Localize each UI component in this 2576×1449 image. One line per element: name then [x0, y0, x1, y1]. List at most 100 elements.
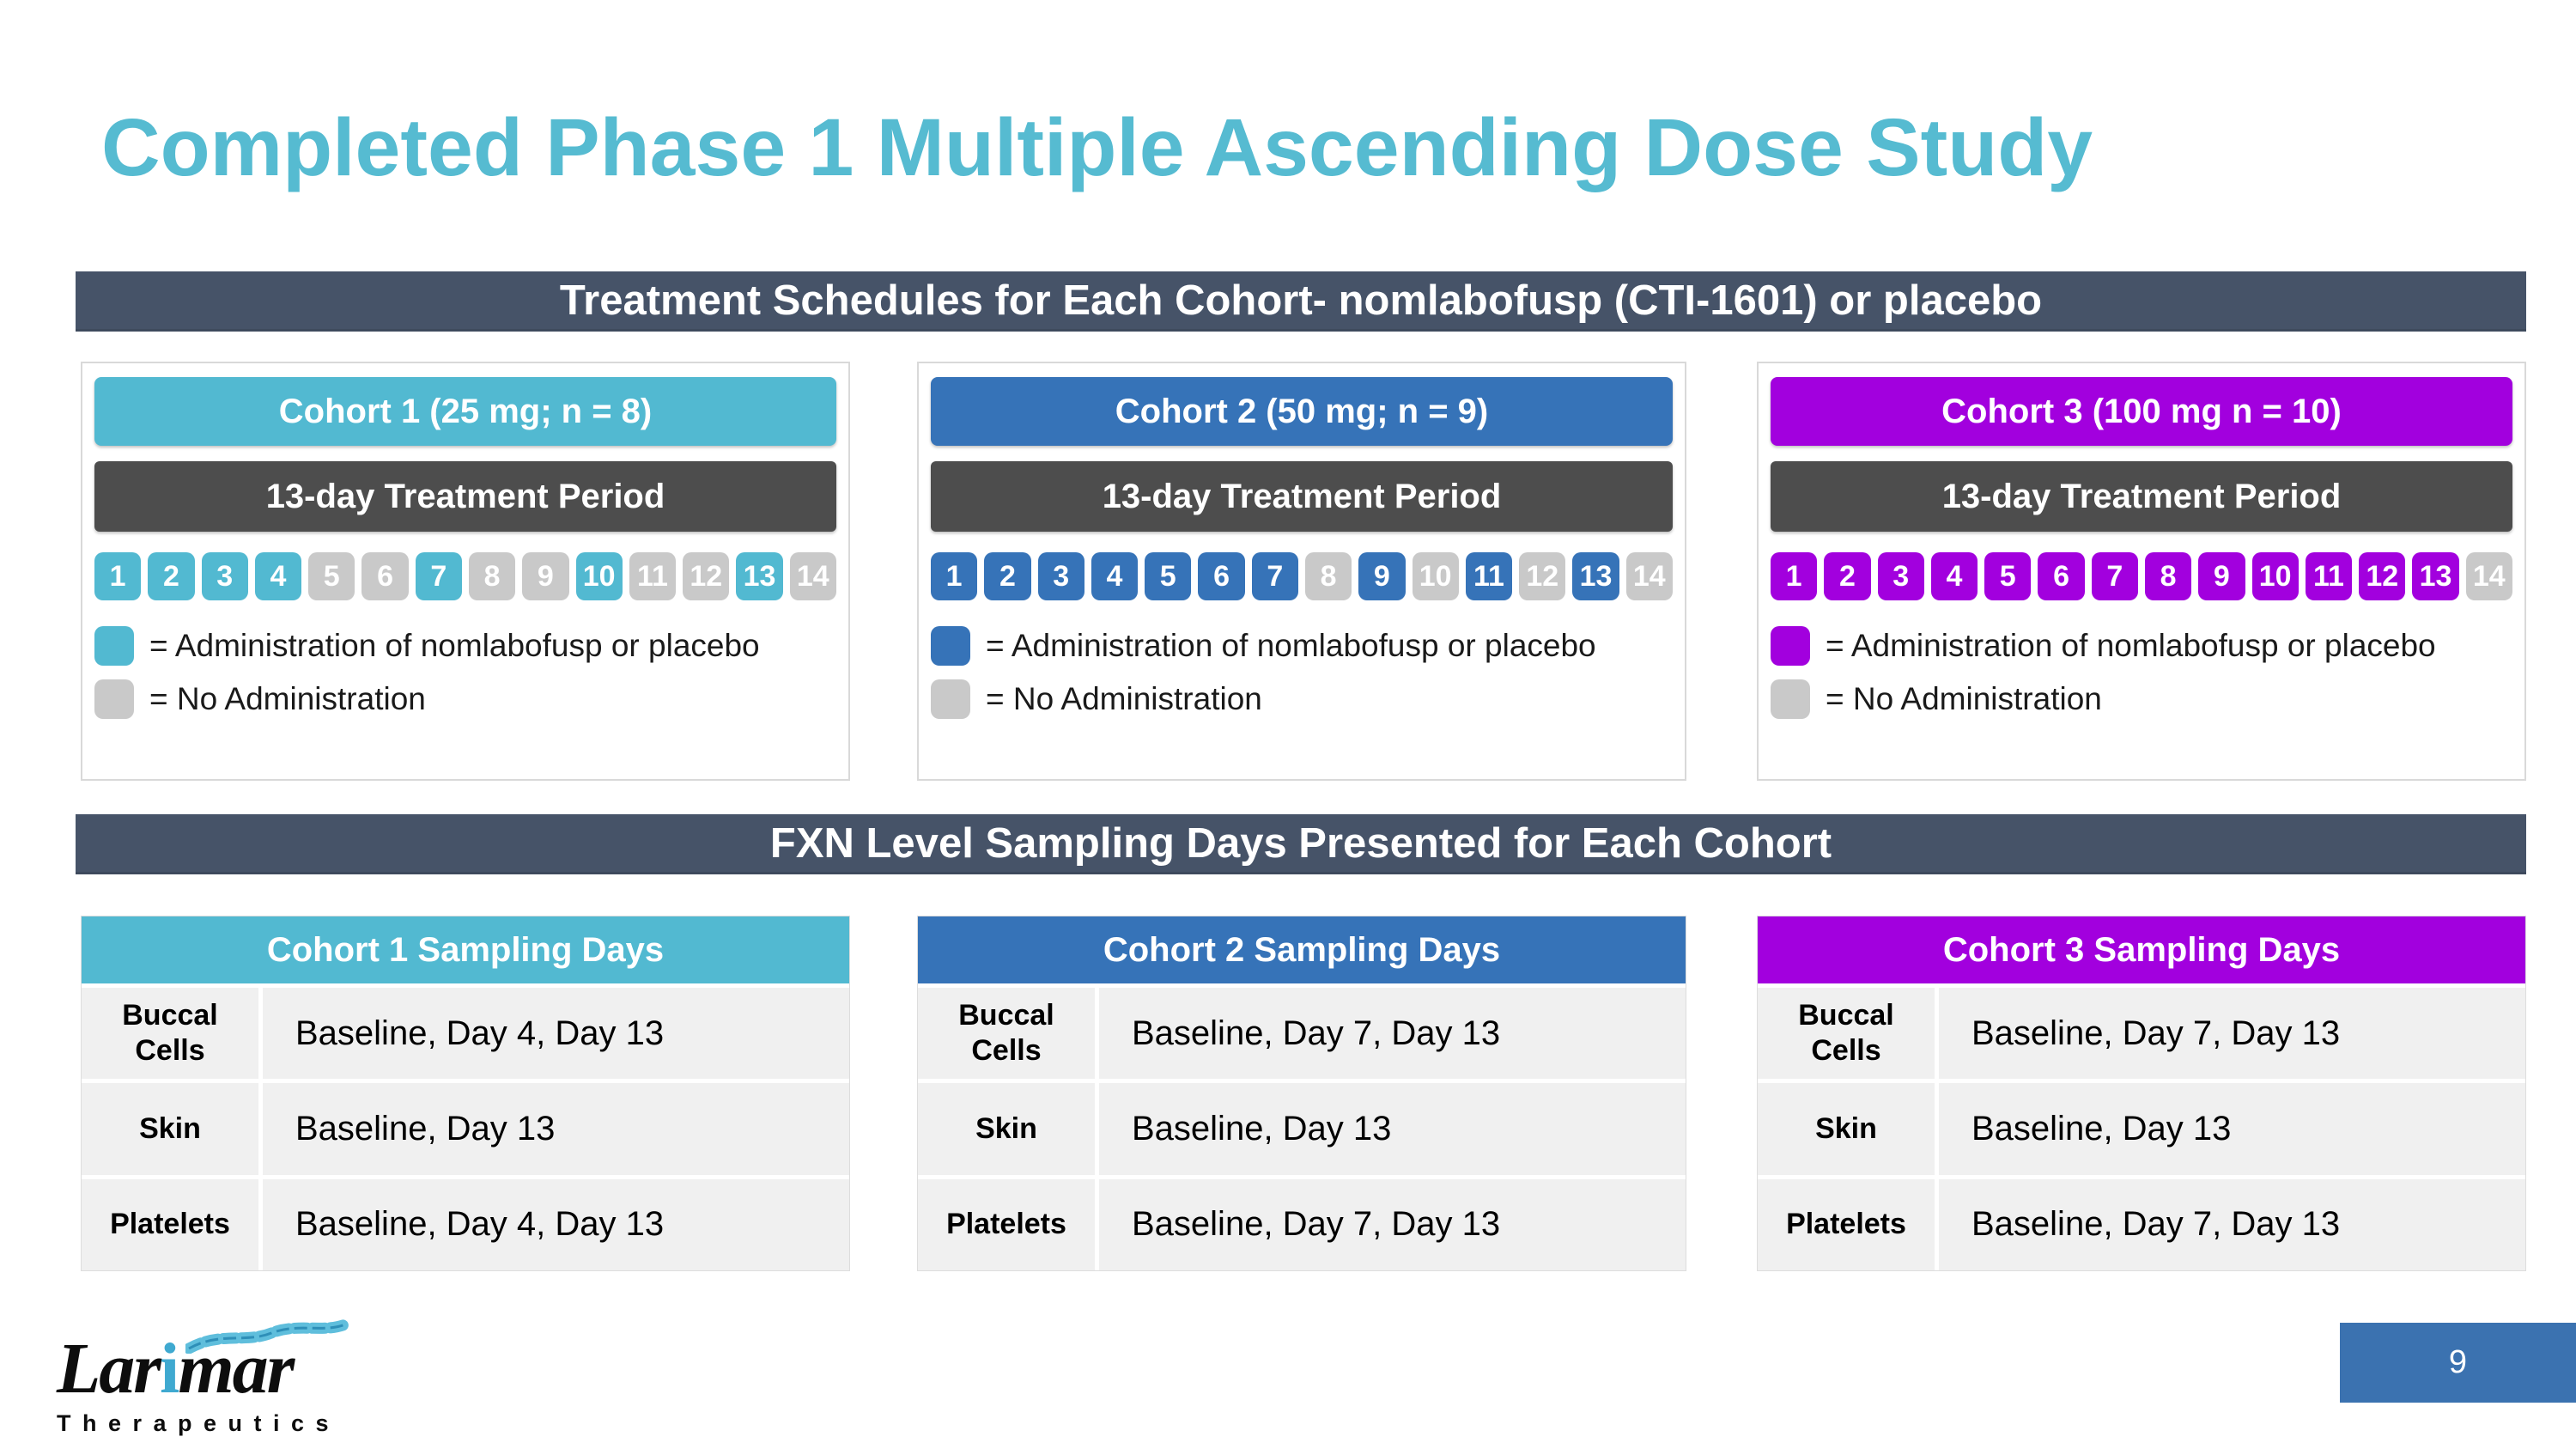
cohort-1-sampling-table-header: Cohort 1 Sampling Days: [82, 916, 849, 983]
logo-text-prefix: Lar: [57, 1329, 161, 1409]
day-14-no-dose-square: 14: [2465, 552, 2512, 600]
day-6-no-dose-square: 6: [361, 552, 409, 600]
day-3-dose-square: 3: [1037, 552, 1084, 600]
sample-type-label: Buccal Cells: [82, 988, 258, 1080]
day-6-dose-square: 6: [1198, 552, 1245, 600]
sampling-days-value: Baseline, Day 7, Day 13: [1939, 988, 2525, 1080]
administration-label: = Administration of nomlabofusp or place…: [986, 628, 1596, 663]
administration-label: = Administration of nomlabofusp or place…: [149, 628, 760, 663]
day-4-dose-square: 4: [254, 552, 302, 600]
cohort-2-header: Cohort 2 (50 mg; n = 9): [931, 377, 1673, 446]
day-7-dose-square: 7: [415, 552, 462, 600]
sampling-days-value: Baseline, Day 13: [1939, 1083, 2525, 1175]
sample-type-label: Skin: [82, 1083, 258, 1175]
cohort-1-treatment-period-bar: 13-day Treatment Period: [94, 461, 836, 532]
sample-type-label: Buccal Cells: [918, 988, 1095, 1080]
day-3-dose-square: 3: [201, 552, 248, 600]
logo-text-i: i: [160, 1329, 179, 1409]
sampling-days-value: Baseline, Day 4, Day 13: [263, 1178, 849, 1270]
day-14-no-dose-square: 14: [789, 552, 836, 600]
day-4-dose-square: 4: [1930, 552, 1978, 600]
page-number-box: 9: [2340, 1323, 2576, 1403]
day-8-dose-square: 8: [2144, 552, 2192, 600]
cohort-1-header: Cohort 1 (25 mg; n = 8): [94, 377, 836, 446]
day-7-dose-square: 7: [1251, 552, 1298, 600]
administration-swatch: [94, 626, 134, 666]
cohort-3-header: Cohort 3 (100 mg n = 10): [1771, 377, 2512, 446]
day-11-dose-square: 11: [2305, 552, 2353, 600]
day-2-dose-square: 2: [1824, 552, 1871, 600]
sampling-days-value: Baseline, Day 7, Day 13: [1939, 1178, 2525, 1270]
cohort-3-treatment-period-bar: 13-day Treatment Period: [1771, 461, 2512, 532]
legend-administration: = Administration of nomlabofusp or place…: [931, 626, 1673, 666]
day-9-dose-square: 9: [1358, 552, 1406, 600]
day-12-no-dose-square: 12: [683, 552, 730, 600]
day-12-no-dose-square: 12: [1519, 552, 1566, 600]
larimar-logo-subtitle: Therapeutics: [57, 1410, 341, 1436]
day-4-dose-square: 4: [1091, 552, 1139, 600]
sample-type-label: Buccal Cells: [1758, 988, 1935, 1080]
day-11-no-dose-square: 11: [629, 552, 677, 600]
legend-no-administration: = No Administration: [1771, 679, 2512, 719]
fxn-sampling-banner: FXN Level Sampling Days Presented for Ea…: [76, 814, 2526, 874]
day-14-no-dose-square: 14: [1625, 552, 1673, 600]
sample-type-label: Skin: [918, 1083, 1095, 1175]
legend-administration: = Administration of nomlabofusp or place…: [94, 626, 836, 666]
day-12-dose-square: 12: [2359, 552, 2406, 600]
no-administration-label: = No Administration: [149, 681, 426, 716]
sample-type-label: Platelets: [1758, 1178, 1935, 1270]
day-13-dose-square: 13: [736, 552, 783, 600]
administration-swatch: [931, 626, 970, 666]
sample-type-label: Platelets: [918, 1178, 1095, 1270]
page-number: 9: [2448, 1344, 2468, 1380]
day-10-dose-square: 10: [575, 552, 623, 600]
day-2-dose-square: 2: [148, 552, 195, 600]
day-11-dose-square: 11: [1465, 552, 1513, 600]
day-5-dose-square: 5: [1984, 552, 2032, 600]
day-13-dose-square: 13: [1572, 552, 1619, 600]
cohort-3-schedule-panel: Cohort 3 (100 mg n = 10) 13-day Treatmen…: [1757, 362, 2526, 781]
day-7-dose-square: 7: [2091, 552, 2138, 600]
day-1-dose-square: 1: [1771, 552, 1818, 600]
day-1-dose-square: 1: [931, 552, 978, 600]
day-9-no-dose-square: 9: [522, 552, 569, 600]
larimar-logo-wordmark: Larimar: [57, 1319, 349, 1405]
no-administration-swatch: [931, 679, 970, 719]
day-6-dose-square: 6: [2038, 552, 2085, 600]
treatment-schedules-banner: Treatment Schedules for Each Cohort- nom…: [76, 271, 2526, 332]
sample-type-label: Skin: [1758, 1083, 1935, 1175]
no-administration-swatch: [1771, 679, 1810, 719]
cohort-2-schedule-panel: Cohort 2 (50 mg; n = 9) 13-day Treatment…: [917, 362, 1686, 781]
larimar-logo: Larimar Therapeutics: [57, 1319, 349, 1437]
treatment-schedules-banner-text: Treatment Schedules for Each Cohort- nom…: [559, 277, 2043, 324]
sampling-days-value: Baseline, Day 13: [1099, 1083, 1686, 1175]
day-3-dose-square: 3: [1877, 552, 1924, 600]
fxn-sampling-banner-text: FXN Level Sampling Days Presented for Ea…: [769, 819, 1832, 867]
cohort-2-treatment-period-bar: 13-day Treatment Period: [931, 461, 1673, 532]
legend-no-administration: = No Administration: [931, 679, 1673, 719]
day-1-dose-square: 1: [94, 552, 142, 600]
sampling-days-value: Baseline, Day 13: [263, 1083, 849, 1175]
legend-administration: = Administration of nomlabofusp or place…: [1771, 626, 2512, 666]
larimar-helix-ribbon-icon: [185, 1319, 349, 1354]
day-10-no-dose-square: 10: [1412, 552, 1459, 600]
day-8-no-dose-square: 8: [1304, 552, 1352, 600]
day-5-no-dose-square: 5: [308, 552, 355, 600]
cohort-3-sampling-table-header: Cohort 3 Sampling Days: [1758, 916, 2525, 983]
no-administration-label: = No Administration: [986, 681, 1262, 716]
day-8-no-dose-square: 8: [468, 552, 516, 600]
